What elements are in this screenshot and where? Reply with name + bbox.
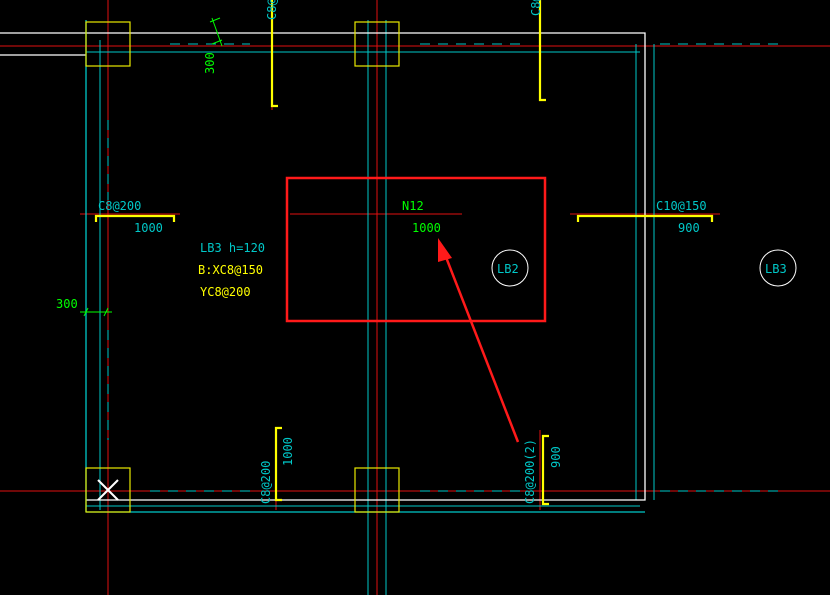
label-right-len: 900 <box>678 221 700 235</box>
rebar-bottom-left[interactable] <box>274 426 282 502</box>
label-bottom-len-a: 1000 <box>281 437 295 466</box>
label-top-rebar-a: C8@ <box>265 0 279 20</box>
label-tag-lb2: LB2 <box>497 262 519 276</box>
label-center-len: 1000 <box>412 221 441 235</box>
dim-left-tick-b <box>103 307 109 317</box>
slab-tag-lb3-circle[interactable] <box>759 249 797 287</box>
wall-outline-outer <box>0 32 646 501</box>
label-dim-top: 300 <box>203 52 217 74</box>
label-slab-bottom-y: YC8@200 <box>200 285 251 299</box>
rebar-top-left[interactable] <box>270 0 278 108</box>
dimension-marks <box>80 17 223 317</box>
rebar-bottom-right[interactable] <box>541 434 549 506</box>
label-right-rebar: C10@150 <box>656 199 707 213</box>
label-slab-bottom-x: B:XC8@150 <box>198 263 263 277</box>
label-tag-lb3: LB3 <box>765 262 787 276</box>
wall-lines <box>0 20 646 513</box>
column-cross-mark <box>97 479 119 501</box>
rebar-top-right[interactable] <box>538 0 546 102</box>
columns <box>85 21 400 513</box>
highlight-arrow <box>438 238 520 443</box>
rebars <box>94 0 714 506</box>
column-bottom-middle[interactable] <box>354 467 400 513</box>
label-left-len: 1000 <box>134 221 163 235</box>
label-left-rebar: C8@200 <box>98 199 141 213</box>
slab-tag-lb2-circle[interactable] <box>491 249 529 287</box>
label-center-rebar: N12 <box>402 199 424 213</box>
column-bottom-left[interactable] <box>85 467 131 513</box>
column-top-middle[interactable] <box>354 21 400 67</box>
label-bottom-rebar-b: C8@200(2) <box>523 439 537 504</box>
dim-left-tick-a <box>83 307 89 317</box>
label-top-rebar-b: C8@ <box>529 0 543 16</box>
beam-lines <box>86 20 780 595</box>
rebar-right[interactable] <box>576 214 714 222</box>
label-bottom-rebar-a: C8@200 <box>259 461 273 504</box>
dim-top-line <box>211 17 223 47</box>
highlight-box[interactable] <box>285 176 547 323</box>
label-bottom-len-b: 900 <box>549 446 563 468</box>
column-top-left[interactable] <box>85 21 131 67</box>
rebar-left[interactable] <box>94 214 176 222</box>
dim-top-tick-b <box>211 39 223 45</box>
label-slab-name: LB3 h=120 <box>200 241 265 255</box>
dim-top-tick-a <box>209 17 221 23</box>
label-dim-left: 300 <box>56 297 78 311</box>
